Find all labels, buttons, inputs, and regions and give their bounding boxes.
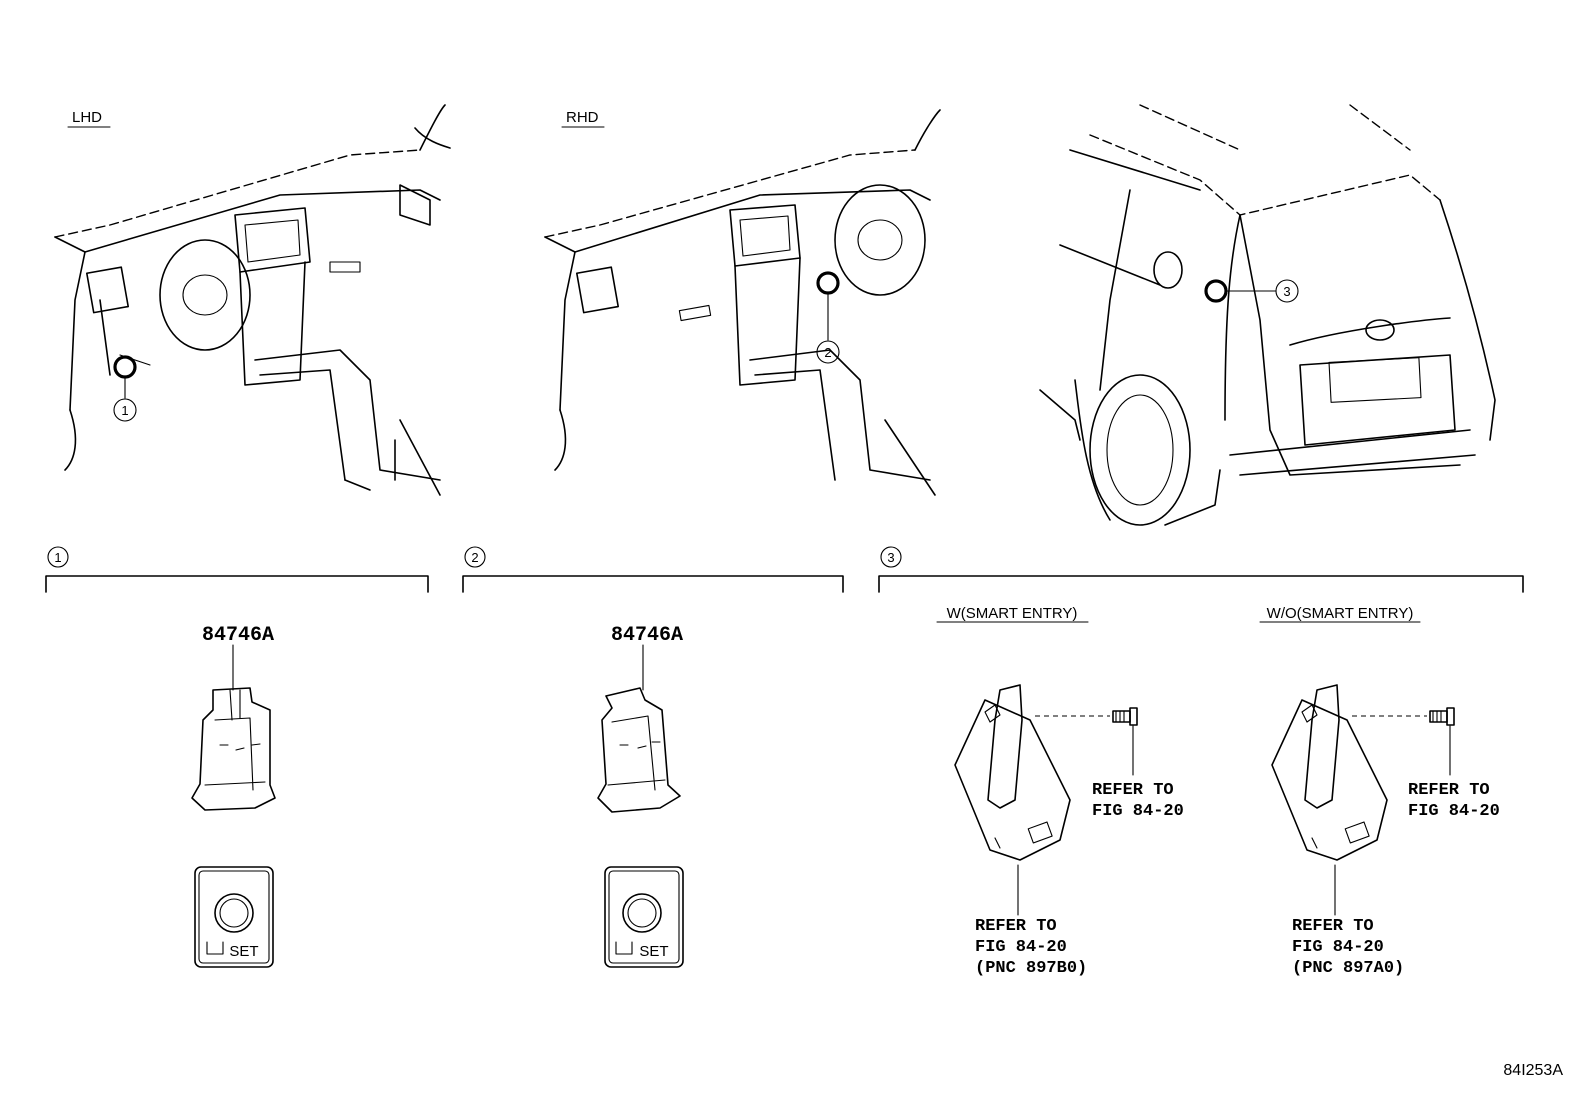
section-1-switch-part: 84746A SET	[191, 624, 276, 968]
bracket-ref-line3-smart: (PNC 897B0)	[975, 959, 1087, 978]
section-1-header: 1	[45, 546, 429, 593]
variant-title-without-smart-entry: W/O(SMART ENTRY)	[1267, 605, 1414, 622]
section-2-header: 2	[462, 546, 844, 593]
part-number-84746A: 84746A	[202, 624, 274, 647]
part-number-84746A-rhd: 84746A	[611, 624, 683, 647]
bracket-ref-line1-smart: REFER TO	[975, 917, 1057, 936]
callout-3-label: 3	[1283, 284, 1290, 299]
rear-vehicle-illustration: 3	[1039, 104, 1496, 526]
switch-set-label-2: SET	[639, 943, 668, 960]
lhd-dashboard-illustration: LHD 1	[54, 104, 451, 496]
variant-title-with-smart-entry: W(SMART ENTRY)	[947, 605, 1078, 622]
bracket-ref-line1-no-smart: REFER TO	[1292, 917, 1374, 936]
lhd-view-label: LHD	[72, 109, 102, 126]
section-3-variant-without-smart-entry: W/O(SMART ENTRY) REFER TO FIG 84-20 REFE…	[1259, 605, 1500, 978]
bracket-ref-line2-smart: FIG 84-20	[975, 938, 1067, 957]
bolt-ref-line2-no-smart: FIG 84-20	[1408, 802, 1500, 821]
section-3-header: 3	[878, 546, 1524, 593]
switch-set-label-1: SET	[229, 943, 258, 960]
section-3-number: 3	[887, 550, 894, 565]
section-2-switch-part: 84746A SET	[597, 624, 684, 968]
bolt-ref-line1-smart: REFER TO	[1092, 781, 1174, 800]
figure-code: 84I253A	[1503, 1062, 1563, 1079]
rhd-dashboard-illustration: RHD 2	[544, 109, 941, 496]
bolt-ref-line2-smart: FIG 84-20	[1092, 802, 1184, 821]
section-1-number: 1	[54, 550, 61, 565]
section-2-number: 2	[471, 550, 478, 565]
section-3-variant-smart-entry: W(SMART ENTRY) REFER TO FIG 84-20 REFER …	[936, 605, 1184, 978]
bracket-ref-line2-no-smart: FIG 84-20	[1292, 938, 1384, 957]
rhd-view-label: RHD	[566, 109, 599, 126]
callout-2-label: 2	[824, 345, 831, 360]
bracket-ref-line3-no-smart: (PNC 897A0)	[1292, 959, 1404, 978]
bolt-ref-line1-no-smart: REFER TO	[1408, 781, 1490, 800]
callout-1-label: 1	[121, 403, 128, 418]
